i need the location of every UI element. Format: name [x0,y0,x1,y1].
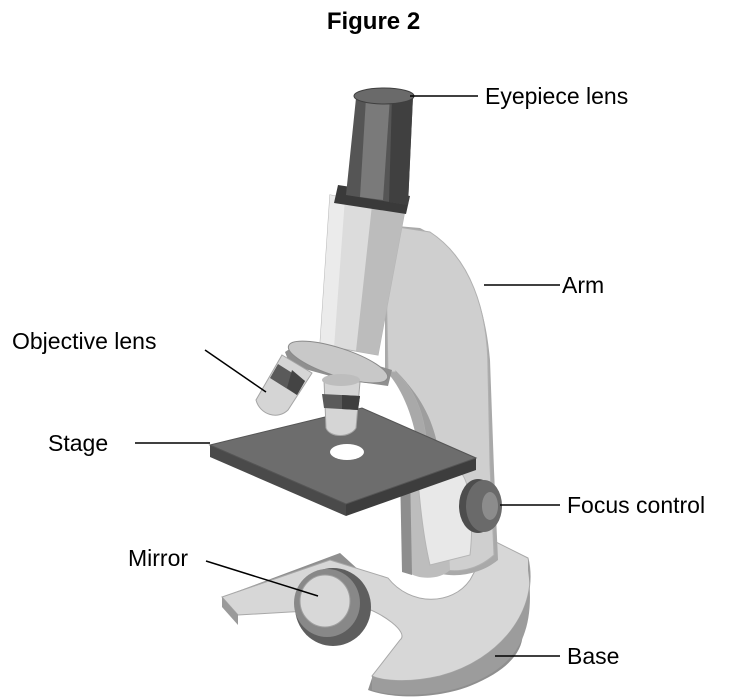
eyepiece [346,88,414,205]
base-label: Base [567,643,619,669]
microscope-mirror [294,568,371,646]
arm-label: Arm [562,272,604,298]
objective-lens-leader [205,350,266,392]
eyepiece-lens-label: Eyepiece lens [485,83,628,109]
stage-label: Stage [48,430,108,456]
focus-control-label: Focus control [567,492,705,518]
mirror-label: Mirror [128,545,188,571]
objective-lens-front [322,374,360,436]
objective-lens-label: Objective lens [12,328,156,354]
